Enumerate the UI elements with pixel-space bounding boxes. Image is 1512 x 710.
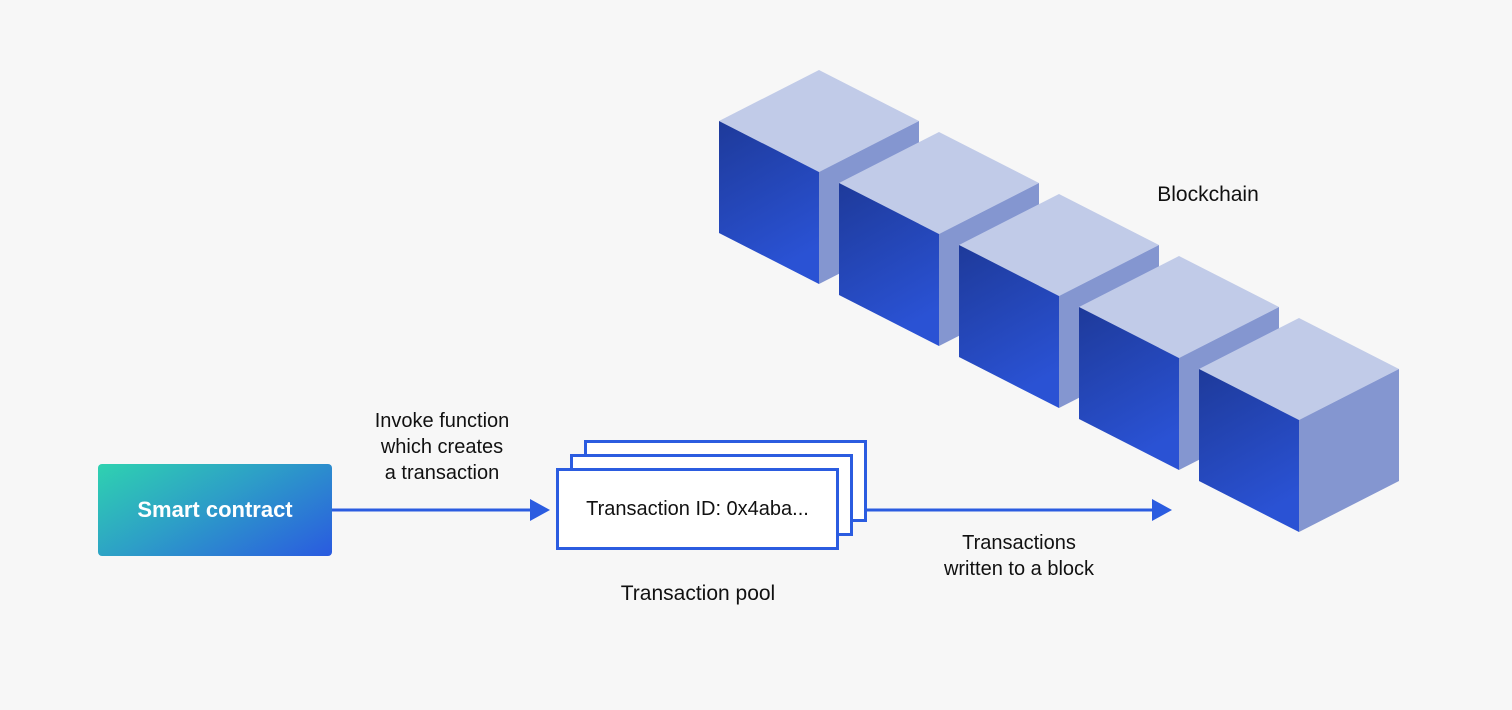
edge-label-line: Invoke function: [374, 410, 510, 432]
block-front-face: [1199, 369, 1299, 532]
blockchain-label: Blockchain: [1157, 183, 1259, 206]
blockchain-block: [839, 132, 1039, 346]
arrow-write-to-block: [866, 499, 1172, 521]
smart-contract-label: Smart contract: [137, 497, 293, 522]
transaction-card-front: Transaction ID: 0x4aba...: [556, 468, 839, 550]
arrow-invoke-function: [332, 499, 550, 521]
blockchain-block: [1199, 318, 1399, 532]
edge-label-line: which creates: [380, 436, 504, 458]
written-to-block-label: Transactions written to a block: [919, 530, 1119, 582]
blockchain-blocks: [719, 70, 1399, 532]
edge-label-line: Transactions: [962, 532, 1076, 554]
block-front-face: [1079, 307, 1179, 470]
block-front-face: [839, 183, 939, 346]
block-right-face: [1299, 369, 1399, 532]
smart-contract-node: Smart contract: [98, 464, 332, 556]
transaction-id: Transaction ID: 0x4aba...: [586, 497, 809, 520]
invoke-function-label: Invoke function which creates a transact…: [342, 408, 542, 486]
edge-label-line: written to a block: [943, 558, 1095, 580]
block-front-face: [959, 245, 1059, 408]
edge-label-line: a transaction: [384, 462, 500, 484]
block-front-face: [719, 121, 819, 284]
transaction-pool-caption: Transaction pool: [620, 582, 776, 605]
